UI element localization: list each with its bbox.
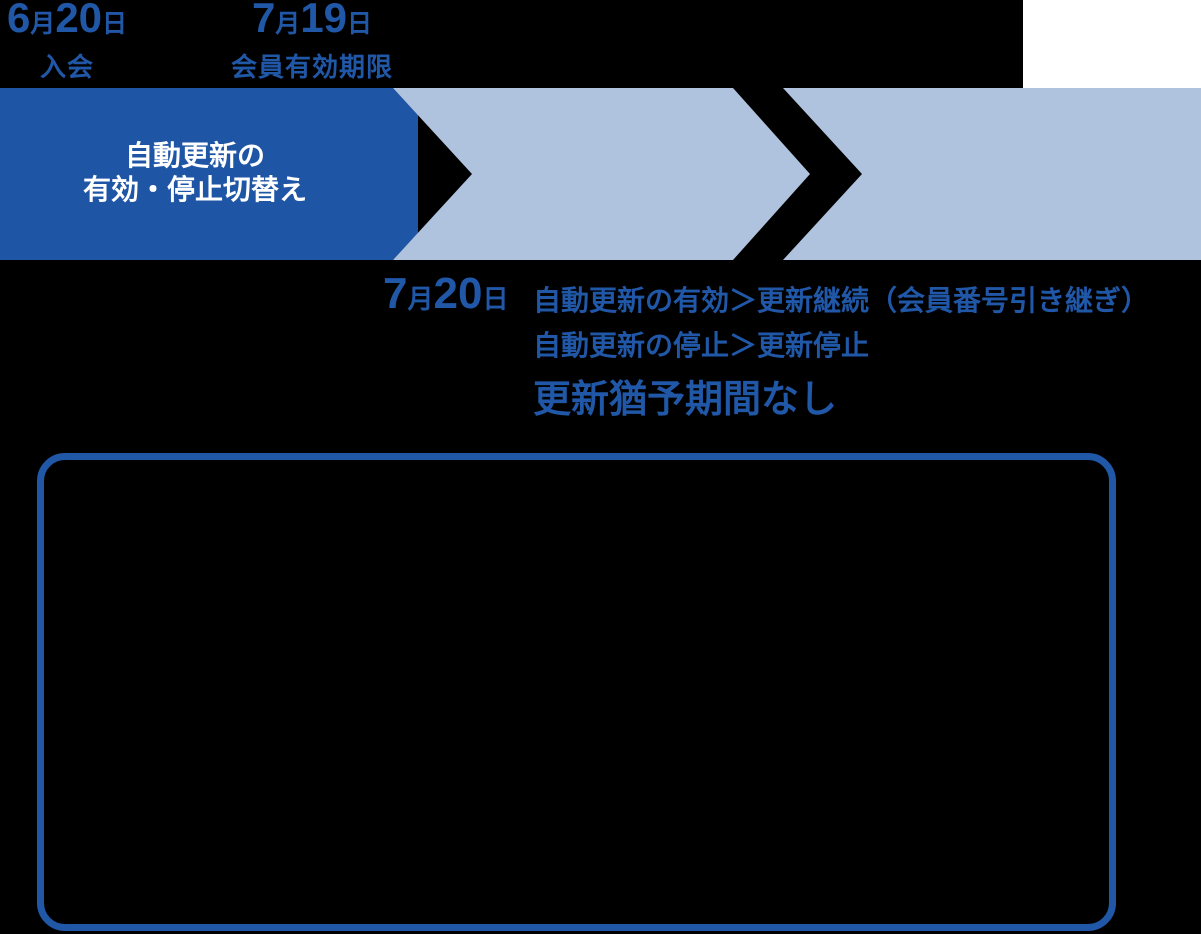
renewal-date-block: 7月20日 <box>383 272 509 322</box>
banner-label-line1: 自動更新の <box>124 140 265 171</box>
expiry-date-month-unit: 月 <box>275 10 301 38</box>
outcome-enabled-text: 自動更新の有効＞更新継続（会員番号引き継ぎ） <box>533 285 1150 316</box>
join-date-day-num: 20 <box>55 0 103 41</box>
note-box <box>37 453 1116 931</box>
chevron-arrow-light-2-icon <box>783 88 1201 260</box>
expiry-date-block: 7月19日 会員有効期限 <box>218 0 406 84</box>
banner-label: 自動更新の 有効・停止切替え <box>45 139 345 207</box>
join-date-block: 6月20日 入会 <box>0 0 134 84</box>
join-date-day-unit: 日 <box>102 10 128 38</box>
renewal-date-day-num: 20 <box>433 269 483 318</box>
renewal-date-day-unit: 日 <box>482 284 509 314</box>
join-date-caption: 入会 <box>39 52 94 82</box>
top-right-white-block <box>1023 0 1201 88</box>
renewal-date-month-num: 7 <box>383 269 408 318</box>
expiry-date-day-num: 19 <box>300 0 348 41</box>
renewal-date-month-unit: 月 <box>407 284 434 314</box>
expiry-date: 7月19日 <box>218 0 406 46</box>
expiry-date-day-unit: 日 <box>347 10 373 38</box>
outcome-stopped-text: 自動更新の停止＞更新停止 <box>533 330 870 361</box>
expiry-date-caption: 会員有効期限 <box>230 52 393 82</box>
join-date: 6月20日 <box>0 0 134 46</box>
banner-label-line2: 有効・停止切替え <box>82 174 307 205</box>
chevron-arrow-light-1-icon <box>393 88 810 260</box>
chevron-arrow-dark-icon <box>0 88 418 260</box>
join-date-month-unit: 月 <box>30 10 56 38</box>
grace-period-note: 更新猶予期間なし <box>533 379 838 421</box>
renewal-outcomes: 自動更新の有効＞更新継続（会員番号引き継ぎ） 自動更新の停止＞更新停止 更新猶予… <box>533 285 1149 421</box>
join-date-month-num: 6 <box>6 0 31 41</box>
expiry-date-month-num: 7 <box>251 0 276 41</box>
renewal-date: 7月20日 <box>383 272 509 322</box>
